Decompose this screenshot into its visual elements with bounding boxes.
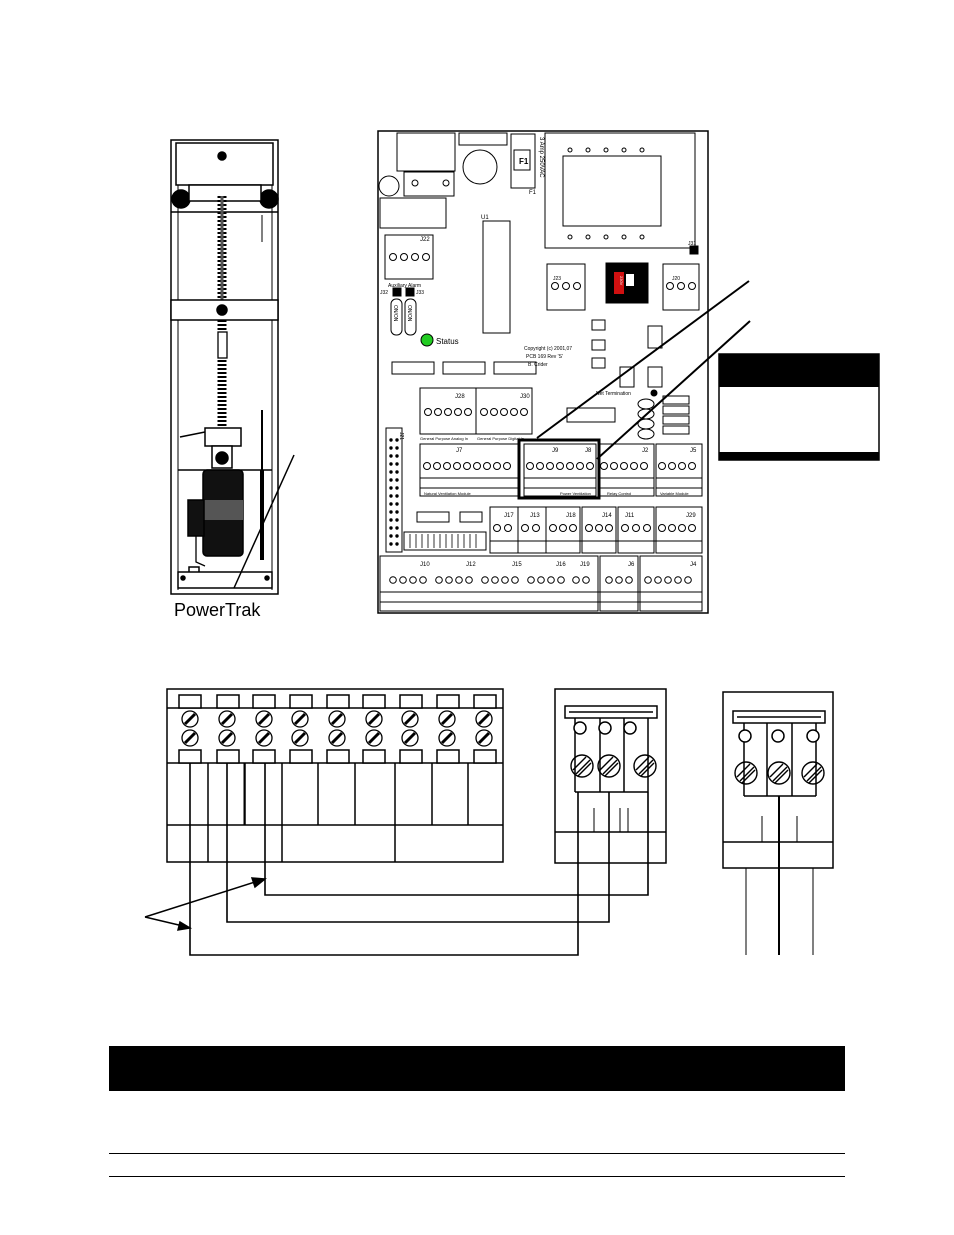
j4-label: J4 [690, 562, 697, 568]
j28-label: J28 [455, 394, 465, 400]
terminal-block-9 [166, 688, 504, 863]
j11-label: J11 [625, 513, 635, 519]
j22-label: J22 [420, 237, 430, 243]
j8-label: J8 [585, 448, 592, 454]
pointer-line-2 [596, 320, 751, 460]
interconnect-wires [189, 763, 649, 956]
j13-label: J13 [530, 513, 540, 519]
j9-title: Power Ventilation [560, 491, 591, 496]
j10-label: J10 [420, 562, 430, 568]
rule-bottom [109, 1176, 845, 1177]
j16-label: J16 [556, 562, 566, 568]
j20-label: J20 [672, 276, 680, 282]
rule-top [109, 1153, 845, 1154]
status-label: Status [436, 337, 459, 346]
f1-top-label: F1 [529, 190, 537, 196]
j5-title: Variable Module [660, 491, 689, 496]
j5-label: J5 [690, 448, 697, 454]
terminal-block-3-right [722, 691, 834, 955]
j21-label: J21 [398, 432, 404, 440]
powertrak-label: PowerTrak [174, 600, 261, 620]
fuse-rating: 3 Amp 250VAC [538, 137, 544, 178]
j15-label: J15 [512, 562, 522, 568]
pointer-arrows [144, 877, 267, 931]
f1-label: F1 [519, 157, 529, 166]
j19-label: J19 [580, 562, 590, 568]
callout-box [718, 353, 880, 461]
section-banner [109, 1046, 845, 1091]
powertrak-pointer [233, 454, 295, 589]
relay-1-marking: ON/ON [392, 305, 398, 322]
j32-label: J32 [380, 290, 388, 296]
j9-label: J9 [552, 448, 559, 454]
j23-label: J23 [553, 276, 561, 282]
control-board: F1 F1 3 Amp 250VAC J31 U1 J22 Auxiliary … [377, 130, 709, 614]
j29-label: J29 [686, 513, 696, 519]
j7-title: Natural Ventilation Module [424, 491, 471, 496]
j18-label: J18 [566, 513, 576, 519]
status-led [420, 333, 434, 347]
j2-title: Relay Control [607, 491, 631, 496]
copyright-line2: PCB 169 Rev 'S' [526, 354, 563, 360]
j2-label: J2 [642, 448, 649, 454]
j6-label: J6 [628, 562, 635, 568]
j28-title: General Purpose Analog In [420, 436, 468, 441]
copyright-line1: Copyright (c) 2001,07 [524, 346, 572, 352]
j30-label: J30 [520, 394, 530, 400]
powertrak-actuator [170, 139, 279, 595]
voltage-switch [614, 272, 624, 294]
j14-label: J14 [602, 513, 612, 519]
j22-title: Auxiliary Alarm [388, 283, 421, 289]
copyright-line3: B. Crider [528, 362, 548, 368]
j17-label: J17 [504, 513, 514, 519]
relay-2-marking: ON/ON [406, 305, 412, 322]
j31-label: J31 [688, 241, 696, 247]
u1-label: U1 [481, 215, 489, 221]
j12-label: J12 [466, 562, 476, 568]
terminator-label: Net Termination [596, 391, 631, 397]
pointer-line-1 [536, 280, 750, 439]
highlight-box [517, 438, 601, 500]
terminal-block-3-left [554, 688, 667, 864]
j30-title: General Purpose Digital In [477, 436, 524, 441]
j33-label: J33 [416, 290, 424, 296]
j7-label: J7 [456, 448, 463, 454]
switch-marking: 230V [619, 276, 624, 286]
